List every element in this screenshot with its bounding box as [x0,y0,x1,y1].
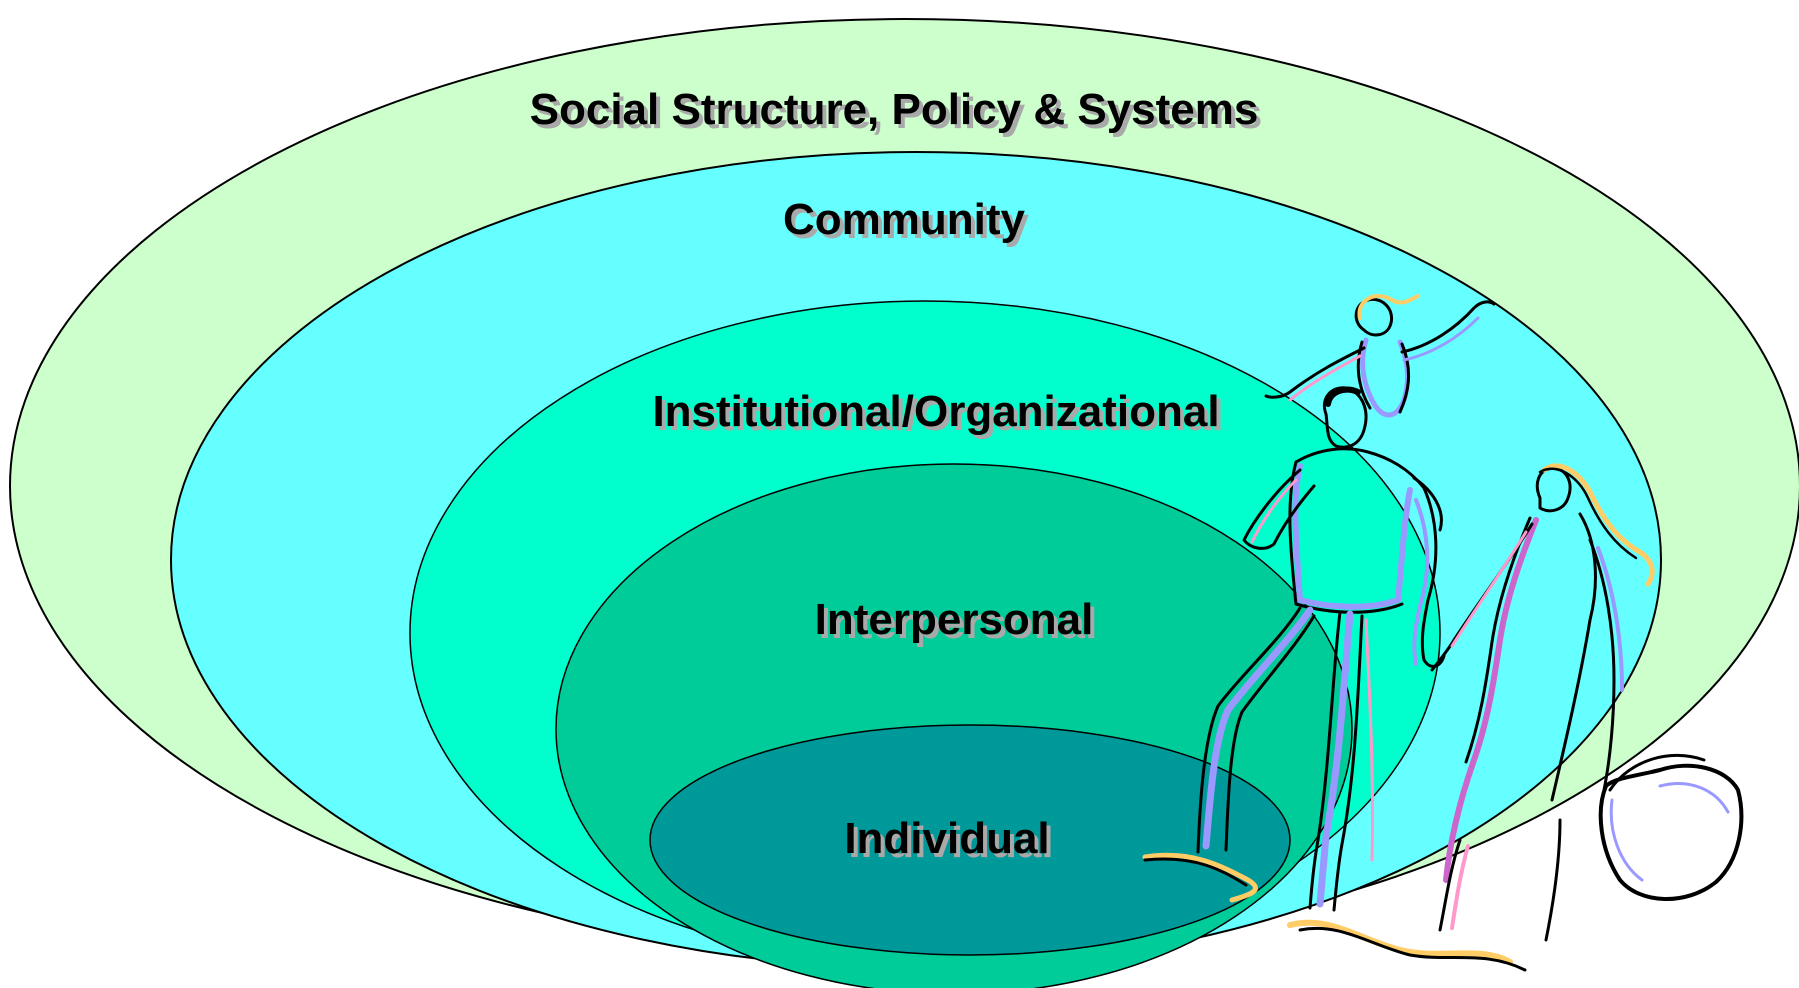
label-interpersonal-shadow: Interpersonal [819,599,1098,648]
woman-arm-right-color [1596,546,1624,692]
woman-head [1535,466,1572,513]
man-arm-left-color [1250,478,1298,544]
woman-arm-right [1588,538,1616,792]
woman-hair [1541,463,1655,587]
man-torso [1292,463,1413,610]
ground-stroke-left [1142,852,1258,903]
child-arm-left-color [1288,354,1362,402]
child-head [1354,297,1393,337]
man-shoulders [1294,447,1426,490]
man-hair [1325,386,1361,407]
woman-arm-left-color [1450,530,1528,648]
label-interpersonal: Interpersonal [815,595,1094,644]
label-community-shadow: Community [787,199,1030,248]
woman-hair-outline [1538,467,1638,560]
ground-stroke-right-outline [1298,926,1527,972]
child-arm-right-color [1402,316,1480,362]
man-leg-left-outline [1196,606,1316,854]
ground-stroke-left-outline [1143,857,1248,887]
label-community: Community [783,195,1026,244]
man-leg-right [1316,610,1354,908]
label-institutional: Institutional/Organizational [652,387,1219,436]
basket-fill [1609,782,1730,882]
child-arm-left [1264,346,1366,399]
man-arm-right-color [1412,498,1430,666]
label-individual: Individual [844,814,1049,863]
ellipse-individual [649,724,1291,956]
child-hair [1357,294,1420,320]
woman-leg-color [1450,844,1470,930]
label-individual-shadow: Individual [848,818,1053,867]
man-arm-left [1242,468,1316,550]
label-social-shadow: Social Structure, Policy & Systems [534,89,1263,138]
woman-body [1443,517,1539,883]
man-leg-left [1202,606,1314,850]
man-leg-pink [1364,618,1375,862]
woman-leg [1438,818,1562,942]
child-arm-right [1400,300,1496,354]
man-head [1323,386,1368,449]
basket-icon [1598,763,1744,901]
label-social: Social Structure, Policy & Systems [530,85,1259,134]
family-walking-icon [1142,294,1744,972]
label-institutional-shadow: Institutional/Organizational [656,391,1223,440]
man-leg-right-outline [1308,610,1364,912]
ground-stroke-right [1287,919,1513,965]
basket-handle [1608,753,1706,792]
